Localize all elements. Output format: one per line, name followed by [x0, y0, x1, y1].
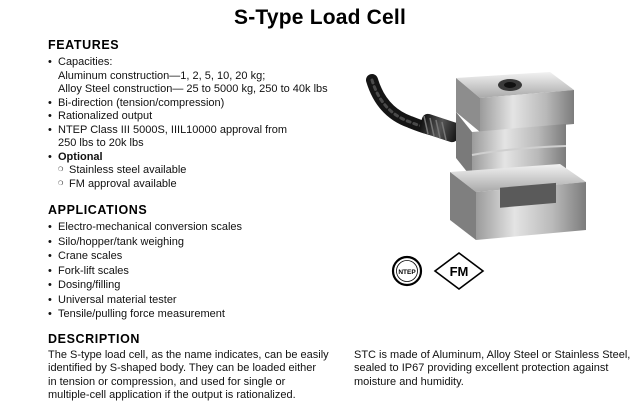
ntep-line1: NTEP Class III 5000S, IIIL10000 approval…: [58, 123, 288, 136]
capacities-label: Capacities:: [58, 56, 113, 68]
application-item: Dosing/filling: [48, 278, 348, 293]
feature-optional: Optional: [48, 151, 348, 165]
optional-label: Optional: [58, 150, 103, 163]
optional-item: FM approval available: [58, 178, 348, 192]
feature-capacities: Capacities: Aluminum construction—1, 2, …: [48, 56, 348, 97]
ntep-line2: 250 lbs to 20k lbs: [58, 137, 144, 149]
description-line: moisture and humidity.: [354, 375, 464, 388]
ntep-mark-text: NTEP: [398, 269, 416, 276]
application-item: Tensile/pulling force measurement: [48, 307, 348, 322]
fm-approval-icon: FM: [433, 252, 485, 290]
application-item: Fork-lift scales: [48, 264, 348, 279]
load-cell-photo: [366, 72, 586, 240]
description-line: The S-type load cell, as the name indica…: [48, 349, 329, 361]
application-item: Silo/hopper/tank weighing: [48, 235, 348, 250]
application-item: Universal material tester: [48, 293, 348, 308]
description-right: STC is made of Aluminum, Alloy Steel or …: [354, 349, 634, 389]
description-line: in tension or compression, and used for …: [48, 375, 286, 388]
application-item: Electro-mechanical conversion scales: [48, 220, 348, 235]
feature-item: Bi-direction (tension/compression): [48, 97, 348, 111]
applications-list: Electro-mechanical conversion scales Sil…: [48, 220, 348, 322]
description-heading: DESCRIPTION: [48, 332, 141, 346]
page-title: S-Type Load Cell: [234, 6, 406, 29]
features-heading: FEATURES: [48, 38, 120, 52]
applications-heading: APPLICATIONS: [48, 203, 148, 217]
description-line: STC is made of Aluminum, Alloy Steel or …: [354, 349, 631, 361]
capacities-alloy-steel: Alloy Steel construction— 25 to 5000 kg,…: [58, 83, 328, 95]
fm-mark-text: FM: [450, 264, 469, 279]
description-left: The S-type load cell, as the name indica…: [48, 349, 348, 402]
application-item: Crane scales: [48, 249, 348, 264]
description-line: sealed to IP67 providing excellent prote…: [354, 362, 609, 375]
features-list: Capacities: Aluminum construction—1, 2, …: [48, 56, 348, 191]
ntep-icon: NTEP: [391, 255, 423, 287]
optional-item: Stainless steel available: [58, 164, 348, 178]
feature-ntep: NTEP Class III 5000S, IIIL10000 approval…: [48, 124, 348, 151]
description-line: multiple-cell application if the output …: [48, 388, 296, 401]
capacities-aluminum: Aluminum construction—1, 2, 5, 10, 20 kg…: [58, 69, 266, 82]
feature-item: Rationalized output: [48, 110, 348, 124]
description-line: identified by S-shaped body. They can be…: [48, 362, 317, 375]
